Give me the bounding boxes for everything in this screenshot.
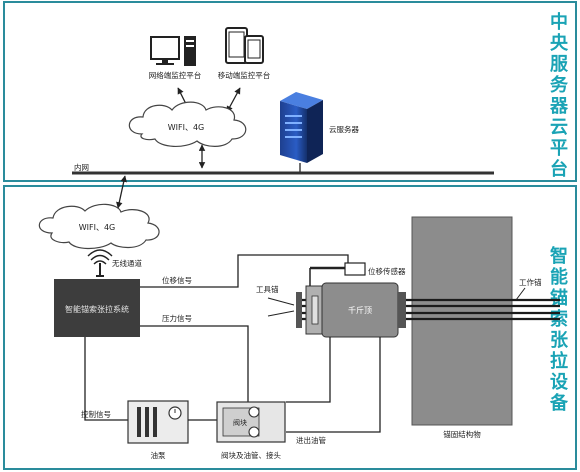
pump-fin-1 — [137, 407, 141, 437]
control-system-box — [54, 279, 140, 337]
tool-anchor-leader-2 — [267, 310, 295, 317]
control-signal-line — [84, 337, 128, 421]
working-anchor-leader — [515, 287, 526, 301]
cloud-top-label: WIFI、4G — [168, 123, 205, 132]
mobile-device-icon — [225, 27, 264, 64]
pump-fin-3 — [153, 407, 157, 437]
tool-anchor-plate — [296, 292, 302, 328]
intranet-to-site-arrow — [116, 175, 127, 209]
intranet-label: 内网 — [74, 162, 89, 172]
central-cloud-platform-panel — [3, 1, 577, 182]
control-signal-label: 控制信号 — [81, 409, 111, 419]
displacement-signal-line — [140, 254, 349, 288]
anchor-tensioning-equipment-panel — [3, 185, 577, 470]
oil-pipe-2 — [286, 337, 381, 433]
cloud-platform-title: 中央服务器云平台 — [550, 12, 568, 180]
server-label: 云服务器 — [329, 124, 359, 134]
tool-anchor-label: 工具锚 — [256, 284, 279, 294]
valve-block-label: 阀块 — [233, 418, 247, 427]
displacement-signal-label: 位移信号 — [162, 275, 192, 285]
pump-fin-2 — [145, 407, 149, 437]
wireless-cloud-bottom — [38, 203, 160, 250]
valve-gauge-icon-2 — [248, 426, 260, 438]
equipment-title: 智能锚索张拉设备 — [550, 246, 568, 414]
displacement-sensor-label: 位移传感器 — [368, 266, 406, 276]
wireless-cloud-top — [128, 101, 247, 147]
cloud-server-icon — [280, 92, 323, 163]
oil-pipe-1 — [286, 337, 331, 403]
working-anchor-label: 工作锚 — [519, 277, 542, 287]
jack-cylinder — [305, 282, 406, 338]
force-signal-label: 压力信号 — [162, 313, 192, 323]
valve-assembly-label: 阀块及油管、接头 — [221, 450, 281, 460]
oil-pipe-label: 进出油管 — [296, 435, 326, 445]
control-system-label: 智能锚索张拉系统 — [65, 304, 129, 314]
valve-gauge-icon-1 — [248, 406, 260, 418]
anchored-structure-label: 锚固结构物 — [443, 429, 481, 439]
pump-label: 油泵 — [151, 450, 166, 460]
anchored-structure — [411, 216, 513, 426]
mobile-link-arrow — [226, 87, 241, 113]
wireless-channel-label: 无线通道 — [112, 258, 142, 268]
tool-anchor-leader — [267, 297, 295, 306]
wireless-signal-icon — [87, 249, 113, 277]
force-signal-line — [140, 325, 249, 405]
network-platform-label: 网络端监控平台 — [149, 70, 202, 80]
displacement-sensor — [344, 262, 366, 276]
mobile-platform-label: 移动端监控平台 — [218, 70, 271, 80]
desktop-computer-icon — [150, 36, 196, 66]
jack-label: 千斤顶 — [348, 305, 372, 315]
cloud-bottom-label: WIFI、4G — [79, 223, 116, 232]
